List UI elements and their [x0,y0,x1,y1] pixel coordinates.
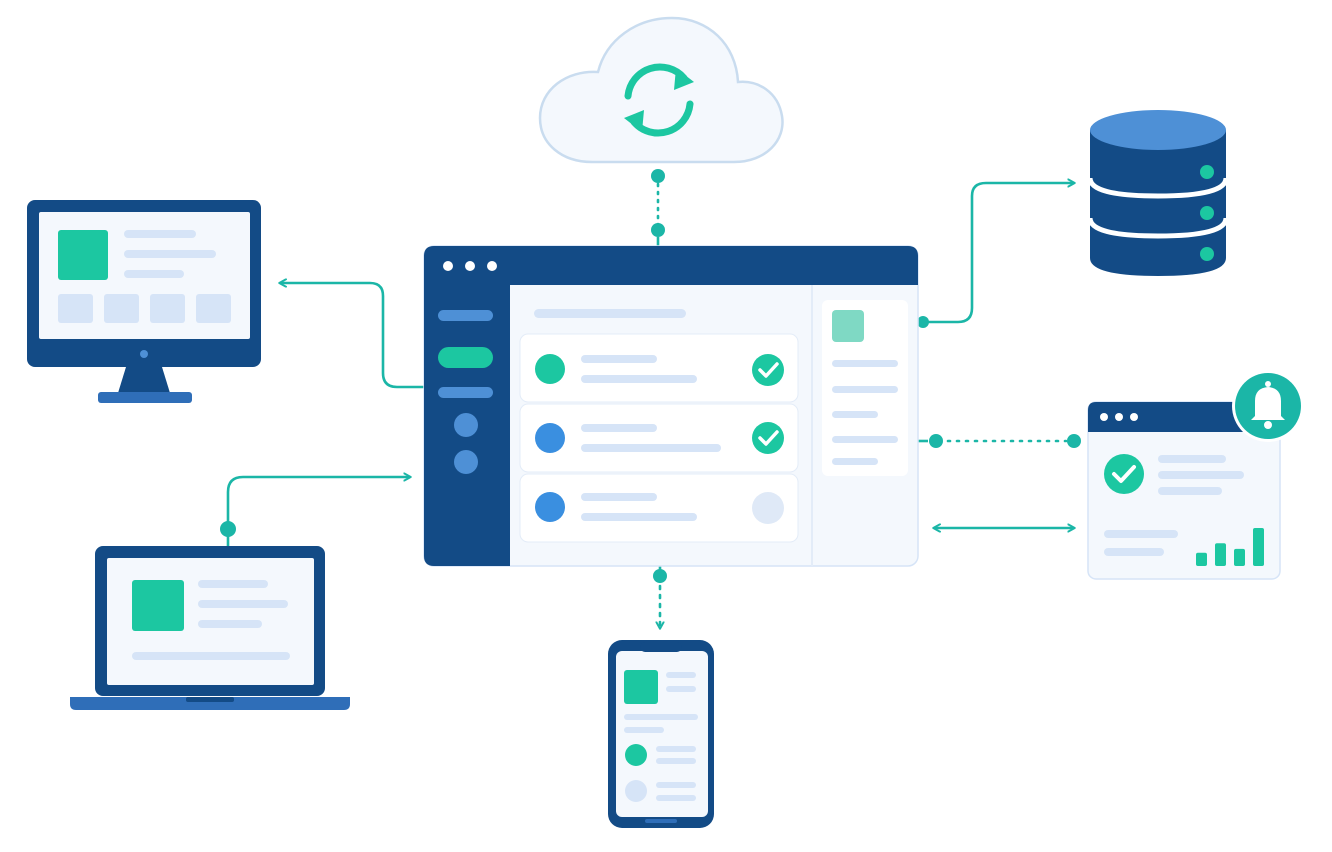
chart-bar [1215,543,1226,566]
database-icon [1087,110,1229,276]
smartphone-icon [608,640,714,828]
connector-dot [917,316,929,328]
laptop-icon [70,546,350,710]
edge-app-database [917,183,1074,328]
sidebar-item [438,310,493,321]
edge-app-cloud [651,169,665,246]
connector-dot [651,223,665,237]
cloud-sync-icon [538,16,784,164]
list-item [519,473,799,543]
mini-bar-chart [1196,528,1264,566]
connector-dot [1067,434,1081,448]
notification-window-icon [1087,370,1304,580]
edge-laptop-app [220,477,410,548]
connector-dot [651,169,665,183]
connectors [220,169,1081,628]
connector-dot [220,521,236,537]
desktop-monitor-icon [27,200,261,403]
chart-bar [1196,552,1207,566]
bell-icon [1232,370,1304,442]
connector-dot [653,569,667,583]
list-item [519,333,799,403]
sidebar-avatar [454,413,478,437]
check-icon [752,354,784,386]
detail-panel [822,300,908,476]
check-icon [1104,454,1144,494]
list-item [519,403,799,473]
chart-bar [1253,528,1264,566]
edge-app-phone [653,566,667,628]
window-control-dot [443,261,453,271]
chart-bar [1234,548,1245,566]
sync-arrows-icon [624,63,694,137]
main-header-line [534,309,686,318]
window-control-dot [487,261,497,271]
connector-dot [929,434,943,448]
app-titlebar [424,246,918,285]
pending-status-icon [752,492,784,524]
detail-thumbnail [832,310,864,342]
sidebar-avatar [454,450,478,474]
window-control-dot [465,261,475,271]
sidebar-item-active [438,347,493,368]
check-icon [752,422,784,454]
edge-app-notification-dotted [918,434,1081,448]
app-window [423,245,919,567]
sidebar-item [438,387,493,398]
edge-app-desktop [280,283,424,389]
